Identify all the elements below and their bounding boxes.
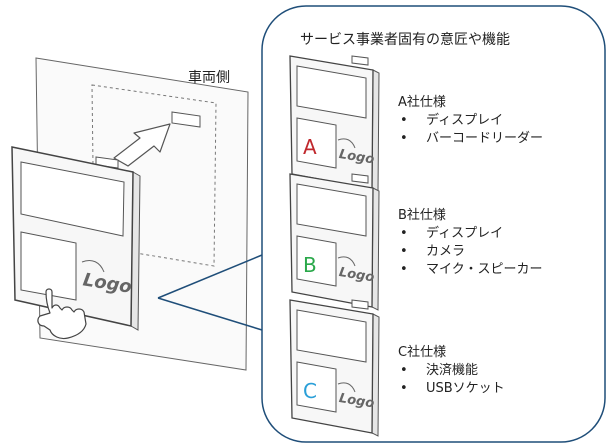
feature-item: ディスプレイ	[426, 225, 503, 241]
install-arrow-icon	[113, 123, 171, 167]
vehicle-label: 車両側	[188, 69, 230, 86]
panel-title: サービス事業者固有の意匠や機能	[300, 31, 510, 48]
mount-slot	[171, 111, 201, 128]
device-logo: Logo	[338, 391, 375, 411]
feature-bullet: •	[400, 381, 408, 396]
hand-icon	[37, 288, 87, 340]
feature-bullet: •	[400, 131, 408, 146]
variant-card-a: A Logo A社仕様 • ディスプレイ • バーコードリーダー	[289, 55, 543, 193]
callout-line-lower	[157, 297, 263, 331]
variant-letter: C	[303, 379, 317, 403]
feature-item: ディスプレイ	[426, 112, 503, 128]
variant-card-c: C Logo C社仕様 • 決済機能 • USBソケット	[289, 299, 505, 437]
device-display	[296, 65, 367, 119]
device-top-tab	[351, 55, 369, 66]
feature-item: 決済機能	[426, 362, 478, 378]
device-logo-swoosh	[337, 256, 356, 267]
device-lower-panel	[296, 117, 337, 169]
variant-card-b: B Logo B社仕様 • ディスプレイ • カメラ • マイク・スピーカー	[289, 173, 542, 311]
feature-bullet: •	[400, 226, 408, 241]
device-lower-panel	[296, 235, 337, 287]
device-lower-panel	[296, 361, 337, 413]
feature-item: カメラ	[426, 244, 465, 259]
terminal-lower-panel	[20, 231, 77, 301]
terminal-display	[20, 161, 125, 237]
feature-bullet: •	[400, 113, 408, 128]
device-logo-swoosh	[337, 138, 356, 149]
device-logo-swoosh	[337, 382, 356, 393]
terminal-logo-swoosh	[81, 259, 105, 273]
device-logo: Logo	[338, 147, 375, 167]
feature-item: USBソケット	[426, 381, 505, 396]
variant-title: B社仕様	[398, 207, 446, 223]
device-logo: Logo	[338, 265, 375, 285]
variant-letter: A	[303, 135, 317, 159]
feature-bullet: •	[400, 363, 408, 378]
device-display	[296, 183, 367, 237]
feature-item: マイク・スピーカー	[426, 262, 542, 277]
vehicle-illustration: Logo 車両側	[11, 57, 249, 371]
callout-line-upper	[157, 254, 263, 299]
device-top-tab	[351, 173, 369, 184]
feature-item: バーコードリーダー	[426, 131, 543, 146]
feature-bullet: •	[400, 244, 408, 259]
device-display	[296, 309, 367, 363]
variant-letter: B	[303, 253, 317, 277]
device-top-tab	[351, 299, 369, 310]
feature-bullet: •	[400, 262, 408, 277]
variant-title: A社仕様	[398, 94, 446, 110]
variant-title: C社仕様	[398, 344, 446, 360]
